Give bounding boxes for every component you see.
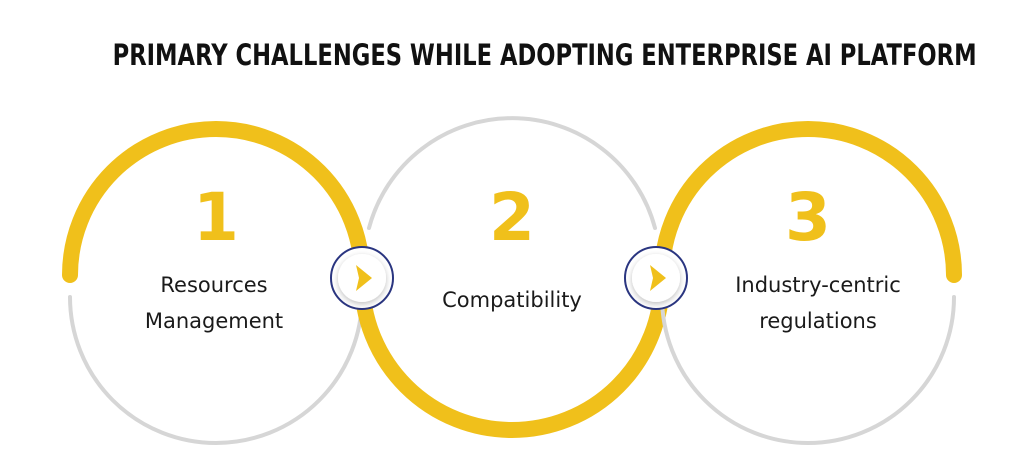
- step-1-ring: [62, 121, 370, 445]
- chevron-right-icon: [650, 265, 666, 291]
- step-2-label: Compatibility: [442, 288, 582, 312]
- step-3-number: 3: [785, 179, 831, 256]
- step-3-label-line-2: regulations: [759, 309, 877, 333]
- step-2-ring: [354, 116, 670, 438]
- step-3-label-line-1: Industry-centric: [735, 273, 901, 297]
- step-2-number: 2: [489, 179, 535, 256]
- page-title: PRIMARY CHALLENGES WHILE ADOPTING ENTERP…: [112, 38, 977, 72]
- chevron-right-icon: [356, 265, 372, 291]
- step-1-label-line-2: Management: [145, 309, 283, 333]
- step-3-ring: [654, 121, 962, 445]
- connector-1: [330, 246, 394, 310]
- step-1-number: 1: [193, 179, 239, 256]
- connector-2: [624, 246, 688, 310]
- step-1-label-line-1: Resources: [160, 273, 267, 297]
